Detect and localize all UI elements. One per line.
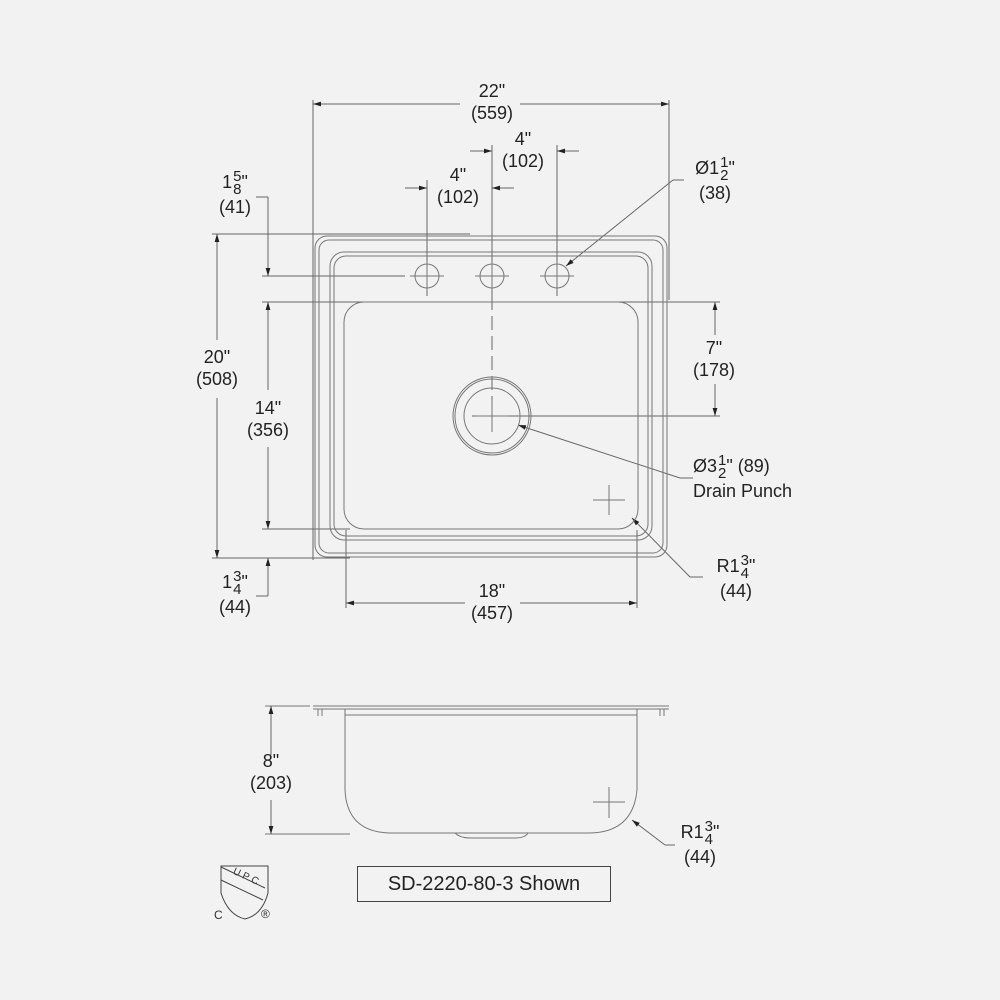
fraction-den: 2 <box>718 465 727 482</box>
depth-metric: (203) <box>249 773 293 793</box>
fraction-num: 3 <box>704 818 713 835</box>
bowl-length-metric: (356) <box>246 420 290 440</box>
fraction-num: 5 <box>233 168 242 185</box>
corner-radius-metric: (44) <box>719 581 752 601</box>
faucet-spacing-left-metric: (102) <box>436 187 480 207</box>
faucet-spacing-left-imperial: 4" <box>449 165 467 185</box>
faucet-spacing-right-metric: (102) <box>501 151 545 171</box>
overall-width-imperial: 22" <box>478 81 506 101</box>
dim-unit: " <box>241 171 248 192</box>
dim-unit: " <box>241 571 248 592</box>
fraction-num: 1 <box>720 154 729 171</box>
front-rim-metric: (44) <box>218 597 251 617</box>
fraction-num: 3 <box>740 552 749 569</box>
drain-punch-metric: (89) <box>737 455 770 476</box>
fraction-num: 1 <box>718 452 727 469</box>
dim-whole: 1 <box>222 571 233 592</box>
dim-unit: " <box>748 555 756 576</box>
drain-offset-label: 7" (178) <box>684 337 744 381</box>
drain-punch-text: Drain Punch <box>693 481 793 501</box>
upc-shield-icon <box>220 865 269 920</box>
rim-to-holes-metric: (41) <box>218 197 251 217</box>
overall-length-metric: (508) <box>195 369 239 389</box>
dim-unit: " <box>712 821 720 842</box>
c-mark: C <box>214 908 223 922</box>
bowl-width-label: 18" (457) <box>462 580 522 624</box>
overall-width-metric: (559) <box>470 103 514 123</box>
fraction-den: 4 <box>740 565 749 582</box>
dim-prefix: Ø1 <box>695 157 720 178</box>
overall-length-label: 20" (508) <box>187 346 247 390</box>
faucet-spacing-left-label: 4" (102) <box>428 164 488 208</box>
depth-label: 8" (203) <box>241 750 301 794</box>
dim-prefix: R1 <box>680 821 704 842</box>
faucet-spacing-right-imperial: 4" <box>514 129 532 149</box>
overall-length-imperial: 20" <box>203 347 231 367</box>
drain-offset-imperial: 7" <box>705 338 723 358</box>
model-caption: SD-2220-80-3 Shown <box>357 866 611 902</box>
bowl-length-label: 14" (356) <box>238 397 298 441</box>
bowl-length-imperial: 14" <box>254 398 282 418</box>
bottom-radius-metric: (44) <box>683 847 716 867</box>
dim-whole: 1 <box>222 171 233 192</box>
dim-prefix: R1 <box>716 555 740 576</box>
fraction-num: 3 <box>233 568 242 585</box>
fraction-den: 4 <box>704 831 713 848</box>
registered-mark: ® <box>261 907 270 921</box>
fraction-den: 4 <box>233 581 242 598</box>
dim-prefix: Ø3 <box>693 455 718 476</box>
bowl-width-metric: (457) <box>470 603 514 623</box>
depth-imperial: 8" <box>262 751 280 771</box>
faucet-spacing-right-label: 4" (102) <box>493 128 553 172</box>
fraction-den: 2 <box>720 167 729 184</box>
bowl-width-imperial: 18" <box>478 581 506 601</box>
overall-width-label: 22" (559) <box>462 80 522 124</box>
faucet-hole-diameter-metric: (38) <box>698 183 731 203</box>
drain-offset-metric: (178) <box>692 360 736 380</box>
dim-unit: " <box>726 455 733 476</box>
dim-unit: " <box>728 157 735 178</box>
fraction-den: 8 <box>233 181 242 198</box>
